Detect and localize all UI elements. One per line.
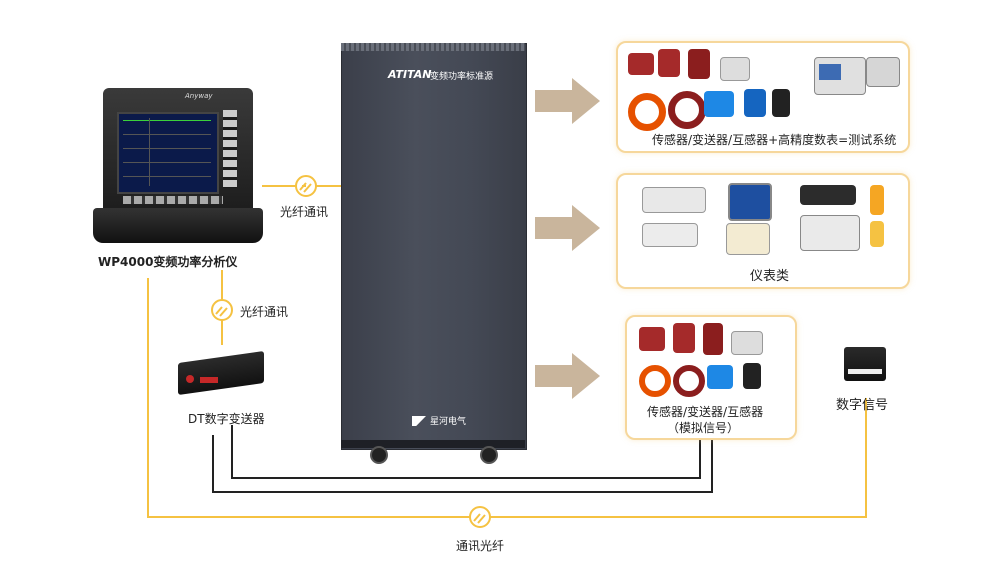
analyzer-side-buttons (223, 110, 237, 188)
digital-signal-label: 数字信号 (836, 398, 889, 413)
panel-test-system: 传感器/变送器/互感器+高精度数表=测试系统 (616, 41, 910, 153)
sensor-image (720, 57, 750, 81)
meter-image (642, 223, 698, 247)
arrow-to-bottom-panel (535, 353, 600, 399)
cabinet-logo-text: 星河电气 (430, 417, 467, 427)
fiber-label-bottom: 通讯光纤 (456, 539, 505, 553)
transformer-image (639, 327, 665, 351)
panel-analog-caption-1: 传感器/变送器/互感器 (647, 405, 764, 419)
cabinet-wheel-right (480, 446, 498, 464)
panel-instruments-caption: 仪表类 (750, 269, 790, 284)
cabinet-base (341, 440, 525, 448)
ct-ring-image (628, 93, 666, 131)
cabinet-subtitle: 变频功率标准源 (430, 72, 494, 82)
fiber-icon-down (211, 299, 233, 321)
analyzer-image (728, 183, 772, 221)
ct-ring-image (673, 365, 705, 397)
hall-sensor-image (704, 91, 734, 117)
panel-test-system-caption: 传感器/变送器/互感器+高精度数表=测试系统 (652, 133, 897, 147)
analyzer-label: WP4000变频功率分析仪 (98, 255, 238, 269)
dt-transmitter-device (178, 347, 266, 397)
dt-label: DT数字变送器 (188, 412, 265, 426)
transformer-image (673, 323, 695, 353)
fiber-line-bottom-loop (147, 278, 867, 518)
meter-image (800, 215, 860, 251)
multimeter-image (870, 221, 884, 247)
fiber-label-right: 光纤通讯 (280, 205, 329, 219)
cabinet-logo-icon (412, 416, 426, 426)
analyzer-device: Anyway (93, 88, 263, 243)
arrow-to-top-panel (535, 78, 600, 124)
power-source-cabinet (341, 43, 527, 450)
transformer-image (658, 49, 680, 77)
analyzer-brand: Anyway (185, 92, 213, 100)
transmitter-image (743, 363, 761, 389)
panel-analog-caption-2: （模拟信号） (667, 421, 740, 435)
ct-ring-image (639, 365, 671, 397)
transformer-image (688, 49, 710, 79)
fiber-icon-right (295, 175, 317, 197)
meter-image (800, 185, 856, 205)
transformer-image (628, 53, 654, 75)
panel-instruments: 仪表类 (616, 173, 910, 289)
fiber-icon-bottom (469, 506, 491, 528)
transmitter-image (772, 89, 790, 117)
fiber-label-down: 光纤通讯 (240, 305, 289, 319)
hall-sensor-image (707, 365, 733, 389)
wire-inner (231, 425, 701, 479)
wire-outer (212, 435, 713, 493)
sensor-image (731, 331, 763, 355)
meter-image (866, 57, 900, 87)
power-meter-image (814, 57, 866, 95)
cabinet-wheel-left (370, 446, 388, 464)
transmitter-image (744, 89, 766, 117)
analyzer-screen (117, 112, 219, 194)
cabinet-brand: ATITAN (388, 68, 432, 81)
meter-image (726, 223, 770, 255)
ct-ring-image (668, 91, 706, 129)
transformer-image (703, 323, 723, 355)
cabinet-vent (341, 43, 525, 51)
multimeter-image (642, 187, 706, 213)
panel-analog-sensors: 传感器/变送器/互感器 （模拟信号） (625, 315, 797, 440)
clamp-meter-image (870, 185, 884, 215)
analyzer-bottom-buttons (123, 196, 223, 204)
digital-signal-device (838, 345, 894, 389)
arrow-to-middle-panel (535, 205, 600, 251)
